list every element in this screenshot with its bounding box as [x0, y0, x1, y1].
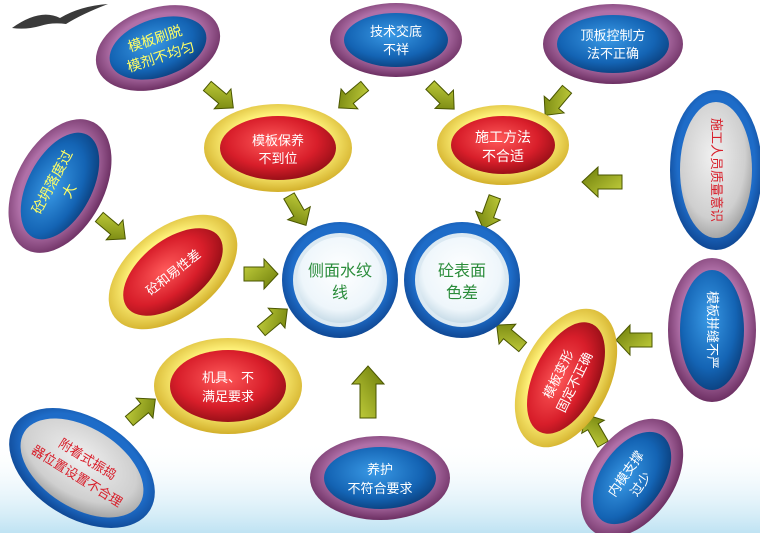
cause-equipment: 机具、不 满足要求: [154, 338, 302, 434]
effect-color-diff: 砼表面 色差: [404, 222, 520, 338]
quality-awareness-label: 施工人员质量意识: [708, 118, 724, 222]
curing-line2: 不到位: [258, 152, 297, 167]
method-line2: 不合适: [482, 149, 524, 165]
cause-moist-curing: 养护 不符合要求: [310, 436, 450, 520]
seagull-icon: [12, 4, 108, 29]
cause-verticality: 顶板控制方 法不正确: [543, 4, 683, 84]
arrow-brief-to-curing: [338, 80, 370, 110]
tech-briefing-line1: 技术交底: [370, 24, 422, 40]
joints-label: 模板拼缝不严: [704, 291, 719, 369]
cause-tech-briefing: 技术交底 不祥: [330, 3, 462, 77]
arrow-slump-to-work: [94, 211, 126, 241]
cause-vibrator: 附着式振捣 器位置设置不合理: [9, 408, 155, 528]
slump-line2: 大: [59, 181, 80, 201]
tech-briefing-line2: 不祥: [383, 43, 409, 58]
arrow-moist-to-side: [350, 365, 386, 419]
cause-method: 施工方法 不合适: [437, 105, 569, 185]
arrow-equip-to-side: [256, 307, 288, 337]
cause-workability: 砼和易性差: [108, 214, 238, 330]
side-ripple-line2: 线: [332, 283, 348, 302]
cause-support: 内模支撑 过少: [580, 418, 684, 533]
arrows: [94, 80, 653, 448]
equipment-line2: 满足要求: [202, 390, 254, 405]
arrow-vert-to-method: [543, 84, 573, 116]
arrow-method-to-color: [474, 194, 502, 230]
arrow-curing-to-side: [283, 192, 312, 226]
cause-slump: 砼坍落度过 大: [8, 119, 112, 253]
method-line1: 施工方法: [475, 130, 531, 146]
verticality-line1: 顶板控制方: [580, 28, 645, 44]
equipment-line1: 机具、不: [202, 371, 254, 386]
arrow-work-to-side: [243, 257, 279, 291]
arrow-joint-to-deform: [615, 323, 653, 357]
side-ripple-line1: 侧面水纹: [308, 261, 372, 280]
moist-curing-line1: 养护: [367, 462, 393, 478]
moist-curing-line2: 不符合要求: [347, 481, 412, 497]
cause-quality-awareness: 施工人员质量意识: [670, 90, 760, 250]
cause-joints: 模板拼缝不严: [668, 258, 756, 402]
arrow-quality-to-method: [581, 165, 623, 199]
cause-deformation: 模板变形 固定不正确: [514, 308, 618, 448]
curing-line1: 模板保养: [252, 133, 304, 149]
color-diff-line2: 色差: [446, 283, 478, 302]
effect-side-ripple: 侧面水纹 线: [282, 222, 398, 338]
arrow-release-to-curing: [202, 80, 234, 110]
verticality-line2: 法不正确: [587, 47, 639, 62]
arrow-brief-to-method: [425, 80, 455, 110]
color-diff-line1: 砼表面: [438, 261, 486, 280]
cause-curing: 模板保养 不到位: [204, 104, 352, 192]
arrow-deform-to-color: [496, 323, 528, 353]
arrow-vib-to-equip: [124, 397, 156, 427]
cause-release-agent: 模板刷脱 模剂不均匀: [95, 5, 221, 91]
